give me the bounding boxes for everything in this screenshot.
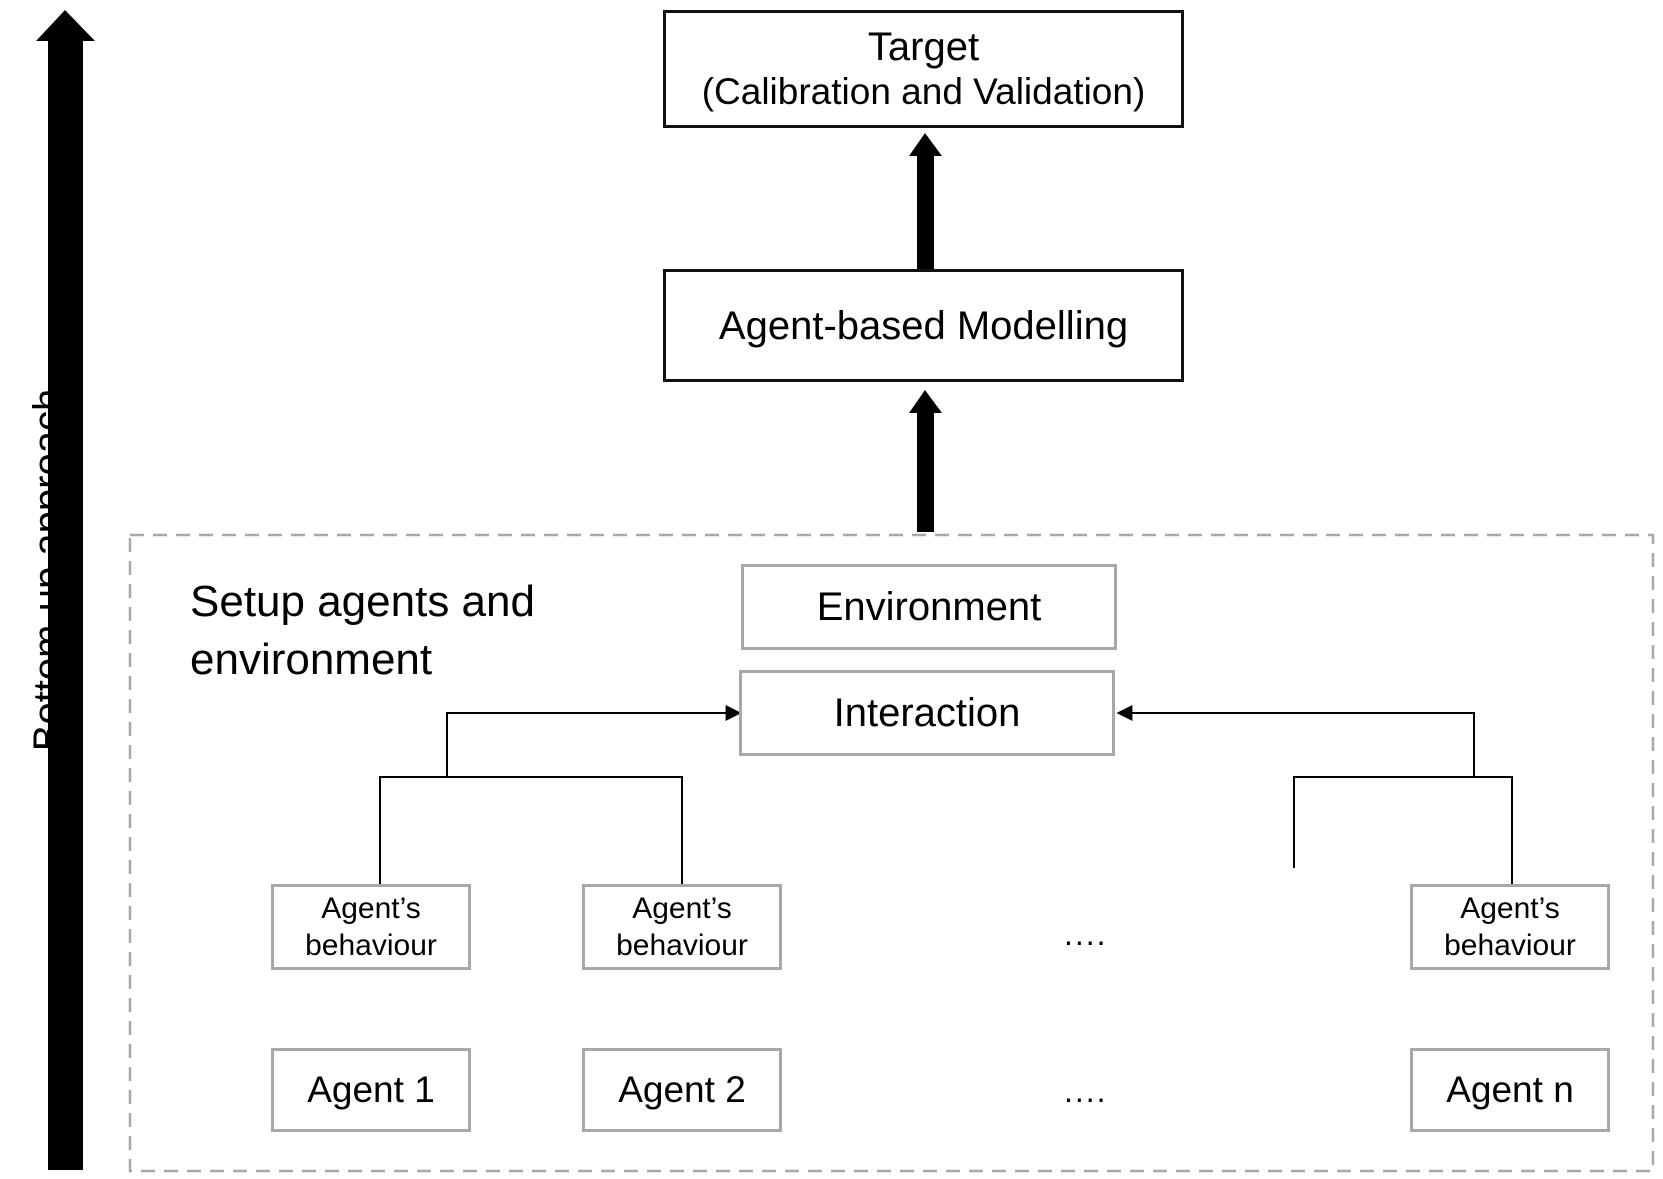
behaviour-line2: behaviour	[616, 929, 748, 962]
behaviour-line1: Agent’s	[321, 892, 421, 925]
setup-group-frame	[128, 533, 1655, 1173]
left-agents-connector	[379, 705, 742, 888]
bottom-up-approach-label: Bottom-up approach	[26, 388, 70, 752]
agent-2-behaviour-box: Agent’s behaviour	[582, 884, 782, 970]
behaviour-line1: Agent’s	[632, 892, 732, 925]
target-subtitle: (Calibration and Validation)	[701, 71, 1146, 112]
agent-1-behaviour-box: Agent’s behaviour	[271, 884, 471, 970]
behaviour-line1: Agent’s	[1460, 892, 1560, 925]
setup-group-label: Setup agents and environment	[190, 573, 535, 689]
agent-row-ellipsis: ....	[1064, 1073, 1108, 1109]
behaviour-line2: behaviour	[1444, 929, 1576, 962]
bottom-up-arrow	[36, 10, 95, 1170]
abm-box: Agent-based Modelling	[663, 269, 1184, 382]
agent-label: Agent n	[1446, 1069, 1574, 1110]
environment-label: Environment	[816, 585, 1042, 629]
agent-2-box: Agent 2	[582, 1048, 782, 1132]
right-agents-connector	[1116, 705, 1513, 888]
environment-box: Environment	[741, 564, 1117, 650]
target-title: Target	[867, 25, 980, 69]
behaviour-row-ellipsis: ....	[1064, 916, 1108, 952]
behaviour-line2: behaviour	[305, 929, 437, 962]
abm-to-target-arrow	[909, 133, 942, 270]
interaction-box: Interaction	[739, 670, 1115, 756]
agent-1-box: Agent 1	[271, 1048, 471, 1132]
setup-to-abm-arrow	[909, 390, 942, 532]
agent-label: Agent 2	[618, 1069, 746, 1110]
setup-group-label-line2: environment	[190, 635, 433, 684]
agent-n-behaviour-box: Agent’s behaviour	[1410, 884, 1610, 970]
abm-label: Agent-based Modelling	[718, 303, 1129, 348]
agent-label: Agent 1	[307, 1069, 435, 1110]
setup-group-label-line1: Setup agents and	[190, 577, 535, 626]
interaction-label: Interaction	[833, 691, 1021, 735]
agent-n-box: Agent n	[1410, 1048, 1610, 1132]
target-box: Target (Calibration and Validation)	[663, 10, 1184, 128]
